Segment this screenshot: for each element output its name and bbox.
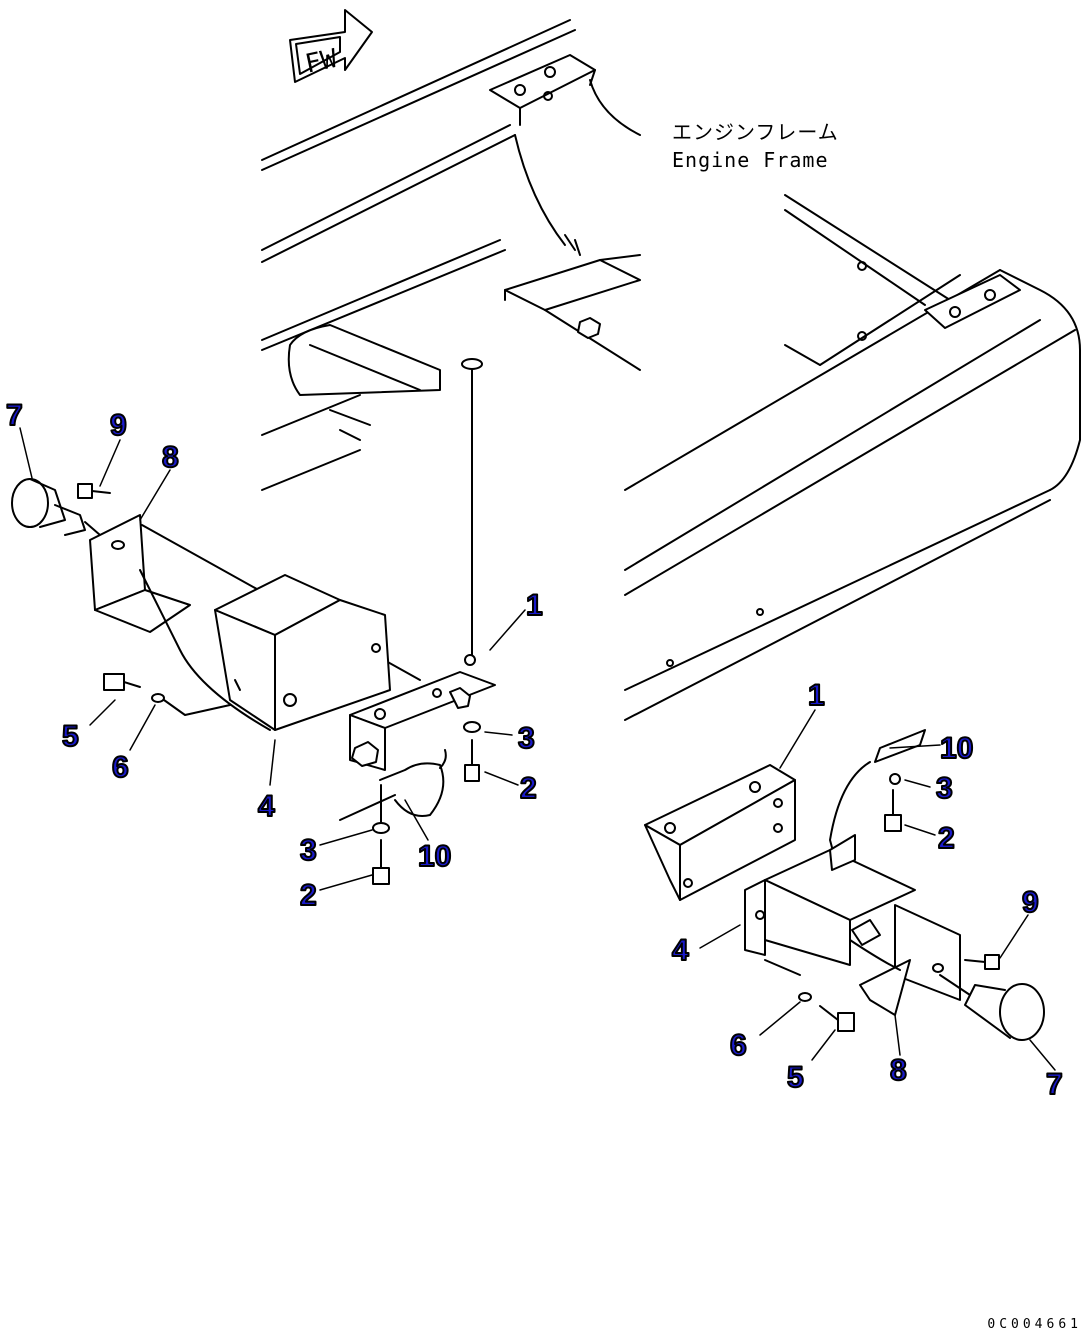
drawing-code: 0C004661 [987, 1317, 1082, 1332]
engine-frame [624, 194, 1081, 721]
callout-6-left: 6 [112, 751, 129, 784]
upper-frame [261, 19, 641, 656]
callout-3-left-lower: 3 [300, 834, 317, 867]
callout-7-left: 7 [6, 399, 23, 432]
callout-2-left-lower: 2 [300, 879, 317, 912]
callout-4-left: 4 [258, 790, 275, 823]
right-lamp-assembly [644, 729, 1045, 1041]
leader-lines [19, 427, 1056, 1071]
callout-2-right: 2 [938, 822, 955, 855]
callout-3-left-upper: 3 [518, 722, 535, 755]
callout-10-left: 10 [418, 840, 451, 873]
engine-frame-label: エンジンフレーム Engine Frame [672, 118, 839, 174]
callout-5-left: 5 [62, 720, 79, 753]
callout-4-right: 4 [672, 934, 689, 967]
callout-numbers: 7 9 8 1 5 6 4 3 2 10 3 2 1 10 3 2 4 9 6 … [5, 398, 1064, 1102]
callout-3-right: 3 [936, 772, 953, 805]
callout-8-left: 8 [162, 441, 179, 474]
callout-9-left: 9 [110, 409, 127, 442]
callout-1-left: 1 [526, 589, 543, 622]
callout-9-right: 9 [1022, 886, 1039, 919]
callout-7-right: 7 [1046, 1068, 1063, 1101]
engine-frame-label-jp: エンジンフレーム [672, 120, 839, 144]
fw-arrow: FW [289, 9, 373, 83]
callout-8-right: 8 [890, 1054, 907, 1087]
fw-arrow-label: FW [303, 44, 340, 80]
left-lamp-assembly [11, 478, 496, 885]
callout-6-right: 6 [730, 1029, 747, 1062]
callout-10-right: 10 [940, 732, 973, 765]
engine-frame-label-en: Engine Frame [672, 148, 829, 172]
callout-2-left-upper: 2 [520, 772, 537, 805]
callout-5-right: 5 [787, 1061, 804, 1094]
callout-1-right: 1 [808, 679, 825, 712]
